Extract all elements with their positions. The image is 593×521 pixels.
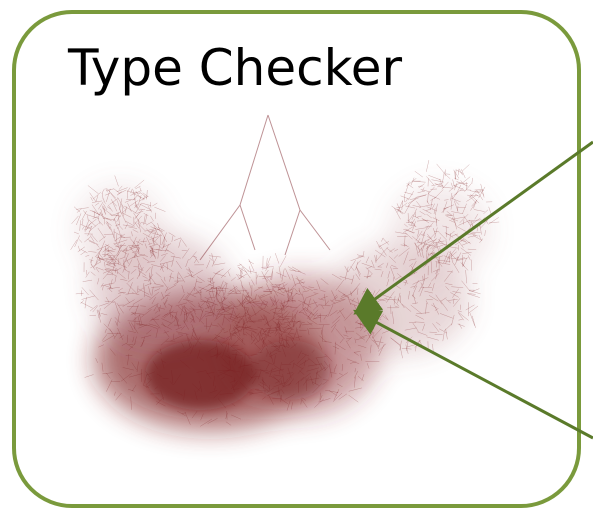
callout-arrow-lower <box>357 312 593 438</box>
call-tree-icon <box>71 115 500 430</box>
